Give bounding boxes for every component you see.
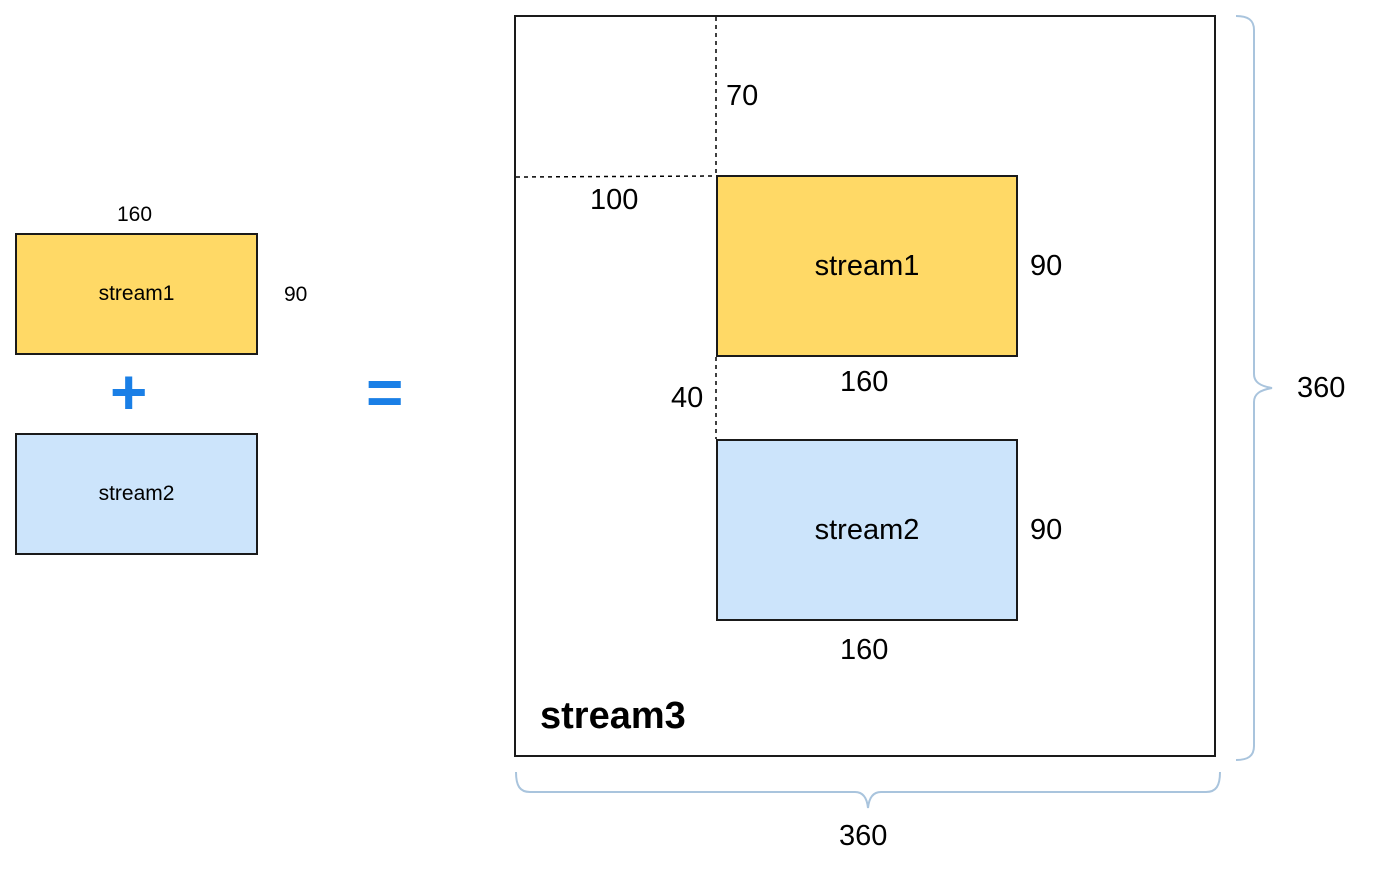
left-stream1-label: stream1 [98,282,175,305]
stream1-width-label: 160 [840,366,889,398]
canvas-height-label: 360 [1297,372,1346,404]
stream1-height-label: 90 [1030,250,1063,282]
width-brace [515,771,1221,809]
stream2-width-label: 160 [840,634,889,666]
stream3-canvas [514,15,1216,757]
stream1-box: stream1 [716,175,1018,357]
canvas-width-label: 360 [839,820,888,852]
height-brace [1235,15,1273,761]
stream1-label: stream1 [814,249,920,282]
plus-operator: + [110,356,148,428]
offset-left-label: 100 [590,184,639,216]
left-stream2-box: stream2 [15,433,258,555]
equals-operator: = [366,356,404,428]
left-stream1-width-label: 160 [117,203,153,226]
left-stream2-label: stream2 [98,482,175,505]
stream2-label: stream2 [814,513,920,546]
offset-top-label: 70 [726,80,759,112]
stream3-label: stream3 [540,695,686,737]
left-stream1-height-label: 90 [284,283,308,306]
stream2-box: stream2 [716,439,1018,621]
offset-left-guide [515,175,717,178]
stream2-height-label: 90 [1030,514,1063,546]
gap-label: 40 [671,382,704,414]
left-stream1-box: stream1 [15,233,258,355]
